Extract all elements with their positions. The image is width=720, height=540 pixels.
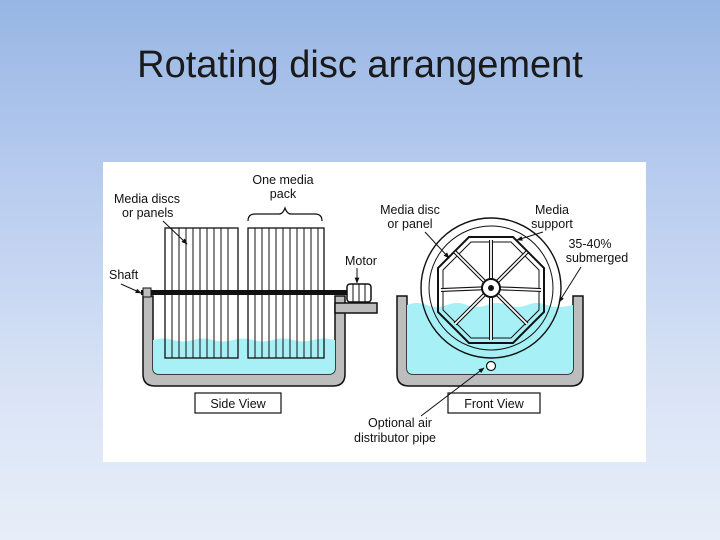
slide-title: Rotating disc arrangement xyxy=(137,44,583,86)
front-view-caption-box xyxy=(447,392,541,414)
motor-platform xyxy=(334,302,378,314)
side-view-caption: Side View xyxy=(210,397,266,411)
side-water xyxy=(153,338,335,374)
air-distributor-pipe xyxy=(485,360,497,372)
shaft-label: Shaft xyxy=(109,268,139,282)
media-pack-label-line2: pack xyxy=(270,187,297,201)
motor-label: Motor xyxy=(345,254,377,268)
front-view-caption: Front View xyxy=(464,397,524,411)
media-discs-label-line1: Media discs xyxy=(114,192,180,206)
motor-icon xyxy=(346,283,372,303)
media-pack-brace xyxy=(247,206,323,222)
rotating-disc-diagram: Media discs or panels One media pack Sha… xyxy=(103,162,646,462)
media-disc-label-line1: Media disc xyxy=(380,203,440,217)
media-discs-label-line2: or panels xyxy=(122,206,173,220)
submerged-label-line1: 35-40% xyxy=(568,237,611,251)
air-pipe-label-line1: Optional air xyxy=(368,416,432,430)
front-view: Media disc or panel Media support 35-40%… xyxy=(380,203,629,414)
media-disc-wheel xyxy=(420,217,562,359)
shaft-bearing-left xyxy=(142,287,152,298)
media-support-label-line1: Media xyxy=(535,203,569,217)
media-disc-label-line2: or panel xyxy=(387,217,432,231)
shaft xyxy=(141,290,347,295)
media-support-label-line2: support xyxy=(531,217,573,231)
media-pack-label-line1: One media xyxy=(252,173,313,187)
side-view-caption-box xyxy=(194,392,282,414)
submerged-label-line2: submerged xyxy=(566,251,629,265)
air-pipe-label-line2: distributor pipe xyxy=(354,431,436,445)
diagram-canvas: Media discs or panels One media pack Sha… xyxy=(109,173,629,445)
side-view: Media discs or panels One media pack Sha… xyxy=(109,173,378,414)
